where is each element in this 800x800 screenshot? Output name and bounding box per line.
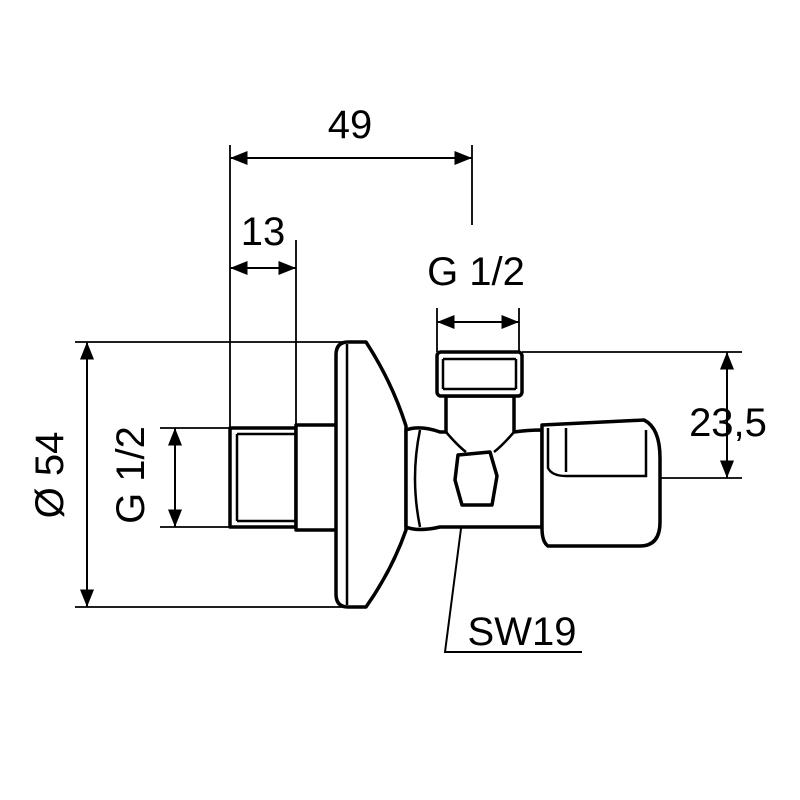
label-23-5: 23,5 (689, 401, 767, 445)
inlet-hex-section (294, 423, 340, 532)
label-49: 49 (328, 103, 373, 147)
body-left-bulge (413, 429, 422, 528)
inlet-thread (228, 426, 298, 529)
leader-line-sw19 (443, 489, 582, 653)
extension-lines (75, 145, 742, 608)
label-13: 13 (241, 210, 286, 254)
dimension-lines (80, 151, 734, 653)
label-inlet-thread: G 1/2 (109, 426, 153, 524)
label-sw19: SW19 (468, 610, 577, 654)
sw19-hex (453, 450, 499, 507)
label-diameter-54: Ø 54 (28, 432, 72, 519)
body-neck-curve (445, 431, 515, 453)
dimension-labels: 49 13 G 1/2 23,5 SW19 Ø 54 G 1/2 (28, 103, 767, 654)
rosette (334, 340, 408, 609)
compression-nut (540, 418, 662, 548)
valve-body (228, 340, 662, 609)
label-outlet-thread: G 1/2 (427, 250, 525, 294)
compression-nut-facet (546, 428, 648, 478)
outlet-thread-nut (435, 350, 524, 398)
